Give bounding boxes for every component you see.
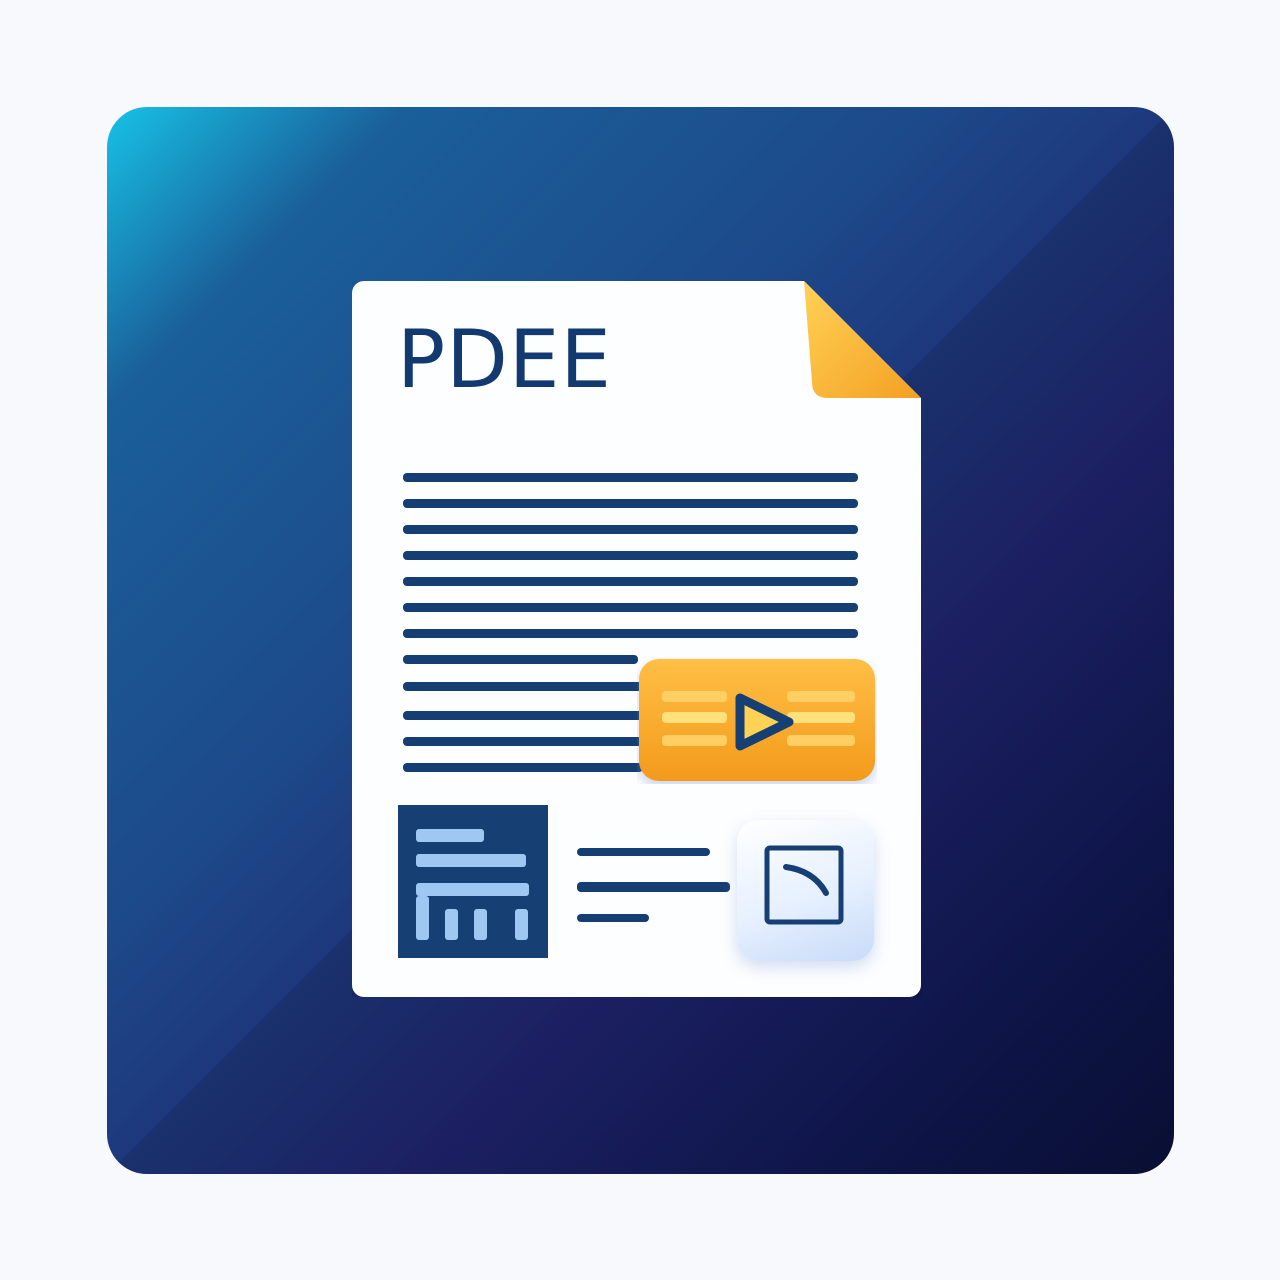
thumb-bar [474, 909, 487, 940]
text-line [403, 525, 858, 534]
text-line [403, 499, 858, 508]
caption-line [577, 882, 730, 892]
text-line [403, 577, 858, 586]
thumb-bar [416, 883, 529, 896]
text-line [403, 682, 643, 691]
image-button[interactable] [737, 820, 874, 961]
thumb-bar [416, 896, 429, 940]
thumbnail-icon [398, 805, 548, 958]
thumb-bar [445, 909, 458, 940]
text-line [403, 711, 643, 720]
image-icon [764, 845, 844, 925]
caption-line [577, 848, 710, 856]
text-line [403, 551, 858, 560]
page-fold-icon [804, 281, 921, 398]
text-line [403, 629, 858, 638]
text-line [403, 473, 858, 482]
text-line [403, 603, 858, 612]
thumb-bar [416, 854, 526, 867]
thumb-bar [515, 909, 528, 940]
text-line [403, 737, 643, 746]
text-line [403, 655, 638, 664]
play-button[interactable] [637, 657, 877, 784]
thumb-bar [416, 829, 484, 842]
caption-line [577, 914, 649, 922]
text-line [403, 763, 643, 772]
document-title: PDEE [397, 313, 612, 406]
play-icon [735, 693, 794, 751]
